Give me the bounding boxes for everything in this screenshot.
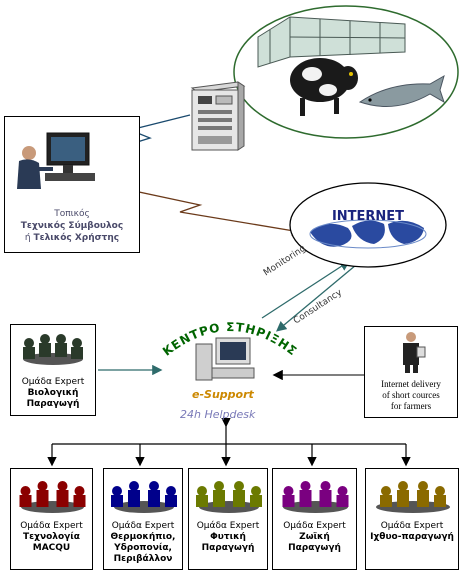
arrow-monitoring xyxy=(261,260,351,319)
bio-group-line3: Παραγωγή xyxy=(26,399,80,409)
workstation-icon xyxy=(17,132,95,189)
fish-icon xyxy=(358,74,445,107)
expert-group-line2: Ζωϊκή xyxy=(299,532,330,542)
world-map-icon xyxy=(309,219,427,249)
expert-group-line2: Φυτική xyxy=(210,532,246,542)
farm-illustration xyxy=(233,5,459,139)
local-user-line3: Τελικός Χρήστης xyxy=(33,233,120,243)
presenter-icon xyxy=(403,332,426,373)
delivery-line3: for farmers xyxy=(390,401,432,411)
greenhouse-icon xyxy=(257,16,406,68)
local-user-line1: Τοπικός xyxy=(54,209,90,219)
expert-group-line2: Ιχθυο-παραγωγή xyxy=(370,532,454,542)
bio-group-line1: Ομάδα Expert xyxy=(21,377,85,387)
server-icon xyxy=(195,337,255,381)
bio-group-line2: Βιολογική xyxy=(27,388,79,398)
expert-group-line1: Ομάδα Expert xyxy=(380,521,444,531)
internet-label: INTERNET xyxy=(332,209,404,224)
esupport-label: e-Support xyxy=(192,388,254,401)
expert-group-line2: Θερμοκήπιο, xyxy=(110,532,176,542)
team-meeting-icon xyxy=(282,481,349,513)
team-meeting-icon xyxy=(196,481,262,513)
expert-group-line4: Περιβάλλον xyxy=(113,554,173,564)
internet-ellipse: INTERNET xyxy=(289,182,447,268)
expert-group-line3: Παραγωγή xyxy=(201,543,255,553)
delivery-box: Internet delivery of short cources for f… xyxy=(364,326,458,418)
local-user-line3-wrap: ή Τελικός Χρήστης xyxy=(5,233,139,244)
cow-icon xyxy=(290,58,358,116)
expert-group-line1: Ομάδα Expert xyxy=(196,521,260,531)
team-meeting-icon xyxy=(111,481,177,513)
helpdesk-label: 24h Helpdesk xyxy=(180,408,256,421)
delivery-line2: of short cources xyxy=(382,390,440,400)
expert-group-line1: Ομάδα Expert xyxy=(20,521,83,531)
expert-group-line1: Ομάδα Expert xyxy=(283,521,346,531)
expert-group-line3: Υδροπονία, xyxy=(114,543,172,553)
local-user-box: Τοπικός Τεχνικός Σύμβουλος ή Τελικός Χρή… xyxy=(4,116,140,253)
local-user-line2: Τεχνικός Σύμβουλος xyxy=(20,221,124,231)
expert-group-line3: Παραγωγή xyxy=(288,543,341,553)
expert-group-line1: Ομάδα Expert xyxy=(111,521,175,531)
control-box-icon xyxy=(190,81,246,151)
link-user-internet xyxy=(83,175,303,236)
arrow-consultancy xyxy=(276,259,363,332)
team-meeting-icon xyxy=(23,334,83,365)
expert-group-line2: Τεχνολογία xyxy=(23,532,80,542)
delivery-line1: Internet delivery xyxy=(381,379,441,389)
team-meeting-icon xyxy=(376,481,450,513)
team-meeting-icon xyxy=(19,481,86,513)
expert-group-line3: MACQU xyxy=(32,543,71,553)
local-user-or: ή xyxy=(24,233,31,243)
bio-group-box: Ομάδα Expert Βιολογική Παραγωγή xyxy=(10,324,96,416)
